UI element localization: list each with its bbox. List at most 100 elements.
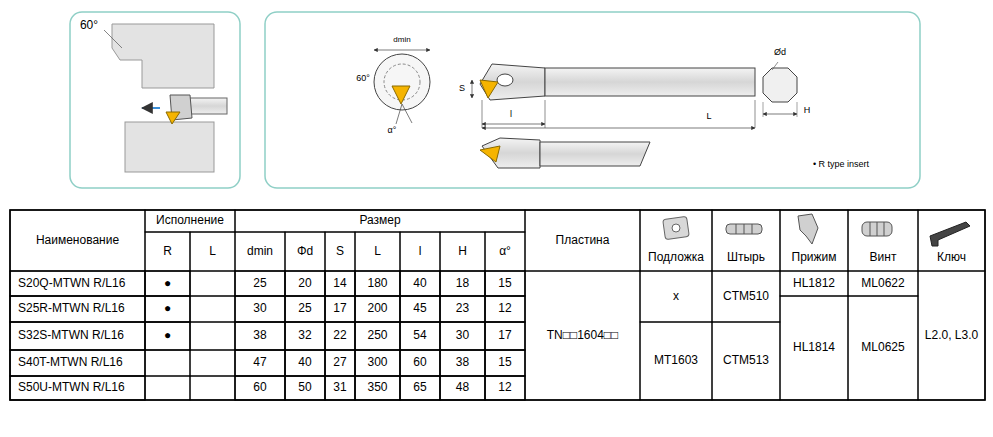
- table-cell-border: [400, 296, 440, 322]
- table-cell-border: [485, 271, 525, 296]
- table-cell-border: [325, 376, 355, 400]
- table-cell: 54: [400, 322, 440, 350]
- table-cell-border: [10, 296, 145, 322]
- table-header: Штырь: [712, 247, 780, 269]
- table-header: dmin: [235, 232, 285, 271]
- table-cell: 250: [355, 322, 400, 350]
- table-cell-border: [285, 376, 325, 400]
- table-cell-border: [355, 296, 400, 322]
- dimension-label: L: [702, 110, 716, 124]
- table-cell-border: [145, 296, 190, 322]
- table-cell-border: [190, 232, 235, 271]
- table-cell-border: [355, 271, 400, 296]
- table-cell-border: [440, 232, 485, 271]
- table-cell-border: [440, 271, 485, 296]
- part-code: CTM510: [712, 271, 780, 322]
- table-cell-border: [640, 210, 712, 271]
- table-cell-border: [918, 271, 985, 400]
- table-cell-border: [325, 296, 355, 322]
- table-cell-border: [285, 322, 325, 350]
- part-code: HL1814: [780, 296, 848, 400]
- table-cell-border: [325, 350, 355, 376]
- dimension-label: 60°: [74, 18, 104, 34]
- table-cell-border: [285, 271, 325, 296]
- table-cell-border: [10, 376, 145, 400]
- table-cell-border: [485, 296, 525, 322]
- table-cell-border: [400, 322, 440, 350]
- table-cell-border: [440, 271, 485, 296]
- table-cell-border: [145, 210, 235, 232]
- table-cell-border: [235, 376, 285, 400]
- table-cell-border: [190, 271, 235, 296]
- table-cell-border: [10, 322, 145, 350]
- table-cell-border: [190, 322, 235, 350]
- table-cell-border: [325, 322, 355, 350]
- table-cell-border: [848, 271, 918, 296]
- table-cell: 18: [440, 271, 485, 296]
- table-cell-border: [10, 271, 145, 296]
- table-cell-border: [525, 210, 640, 271]
- table-cell: 47: [235, 350, 285, 376]
- table-cell-border: [325, 350, 355, 376]
- table-cell: 15: [485, 350, 525, 376]
- table-cell-border: [325, 271, 355, 296]
- dimension-label: dmin: [386, 34, 418, 46]
- table-cell: 40: [400, 271, 440, 296]
- table-cell-border: [285, 376, 325, 400]
- table-cell-border: [235, 271, 285, 296]
- table-cell-border: [190, 296, 235, 322]
- table-cell-border: [10, 350, 145, 376]
- part-code: HL1812: [780, 271, 848, 296]
- table-cell-border: [10, 350, 145, 376]
- table-cell-border: [145, 271, 190, 296]
- table-cell-border: [325, 232, 355, 271]
- insert-code: TN□□1604□□: [525, 271, 640, 400]
- table-cell: 38: [440, 350, 485, 376]
- table-cell-border: [355, 322, 400, 350]
- table-cell-border: [285, 322, 325, 350]
- table-cell-border: [325, 322, 355, 350]
- table-cell-border: [400, 271, 440, 296]
- version-mark: ●: [145, 322, 190, 350]
- table-cell-border: [400, 350, 440, 376]
- model-name: S32S-MTWN R/L16: [10, 322, 145, 350]
- table-cell-border: [440, 350, 485, 376]
- table-cell-border: [145, 322, 190, 350]
- part-code: L2.0, L3.0: [918, 271, 985, 400]
- table-cell-border: [10, 210, 145, 271]
- table-cell-border: [285, 296, 325, 322]
- table-cell-border: [780, 296, 848, 400]
- table-cell-border: [780, 271, 848, 296]
- table-cell: 25: [235, 271, 285, 296]
- table-cell-border: [355, 350, 400, 376]
- table-header: α°: [485, 232, 525, 271]
- table-cell-border: [400, 376, 440, 400]
- table-cell-border: [485, 350, 525, 376]
- table-cell-border: [440, 296, 485, 322]
- table-header: Исполнение: [145, 210, 235, 232]
- table-cell-border: [440, 322, 485, 350]
- table-cell-border: [10, 271, 145, 296]
- table-cell-border: [440, 322, 485, 350]
- model-name: S20Q-MTWN R/L16: [10, 271, 145, 296]
- table-header: Винт: [848, 247, 918, 269]
- table-cell-border: [10, 322, 145, 350]
- table-cell-border: [235, 322, 285, 350]
- table-header: Размер: [235, 210, 525, 232]
- table-cell: 14: [325, 271, 355, 296]
- table-cell: 12: [485, 296, 525, 322]
- table-header: Ключ: [918, 247, 985, 269]
- table-cell-border: [325, 376, 355, 400]
- header-icons: [663, 214, 970, 246]
- part-code: CTM513: [712, 322, 780, 400]
- table-cell-border: [145, 271, 190, 296]
- table-cell-border: [235, 376, 285, 400]
- table-cell: 45: [400, 296, 440, 322]
- table-cell-border: [355, 350, 400, 376]
- table-cell-border: [640, 271, 712, 322]
- model-name: S25R-MTWN R/L16: [10, 296, 145, 322]
- table-cell-border: [355, 271, 400, 296]
- table-cell-border: [355, 232, 400, 271]
